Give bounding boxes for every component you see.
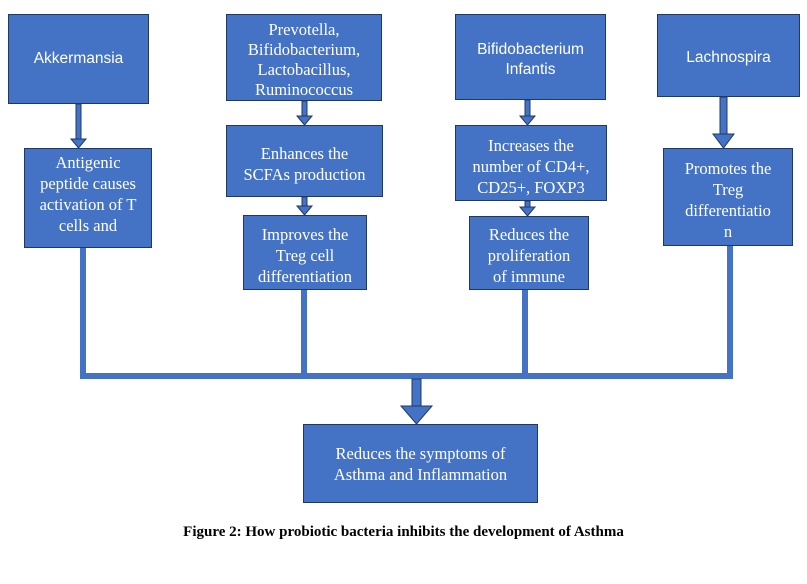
node-antigenic-line: peptide causes bbox=[40, 174, 136, 193]
node-outcome-line: Asthma and Inflammation bbox=[333, 465, 508, 484]
figure-caption: Figure 2: How probiotic bacteria inhibit… bbox=[183, 524, 624, 540]
node-reduces-line: Reduces the bbox=[488, 225, 570, 244]
node-enhances-line: Enhances the bbox=[260, 144, 349, 163]
node-outcome: Reduces the symptoms of Asthma and Infla… bbox=[303, 424, 538, 503]
node-antigenic-line: cells and bbox=[58, 216, 118, 235]
node-promotes-line: Promotes the bbox=[684, 159, 772, 178]
node-infantis-line: Infantis bbox=[505, 61, 556, 78]
node-improves-treg: Improves the Treg cell differentiation bbox=[243, 215, 367, 290]
node-improves-line: differentiation bbox=[257, 267, 353, 286]
main-arrow-shaft bbox=[411, 378, 422, 409]
node-improves-line: Treg cell bbox=[275, 246, 335, 265]
node-prevotella-line: Lactobacillus, bbox=[257, 60, 351, 79]
node-increases-line: number of CD4+, bbox=[472, 157, 590, 176]
node-prevotella-line: Ruminococcus bbox=[254, 80, 354, 99]
drop-line-immune bbox=[522, 290, 528, 379]
node-increases-line: Increases the bbox=[488, 136, 574, 155]
node-enhances-line: SCFAs production bbox=[243, 165, 366, 184]
drop-line-akkermansia bbox=[80, 248, 86, 379]
node-akkermansia-line: Akkermansia bbox=[33, 50, 124, 67]
connector-prevotella-arrowhead bbox=[295, 115, 314, 126]
connector-infantis-arrowhead bbox=[518, 115, 537, 126]
bus-line bbox=[80, 373, 733, 379]
node-antigenic-line: activation of T bbox=[39, 195, 137, 214]
node-reduces-proliferation: Reduces the proliferation of immune bbox=[469, 216, 589, 290]
node-reduces-line: proliferation bbox=[487, 246, 571, 265]
node-promotes-line: n bbox=[723, 222, 733, 241]
node-prevotella-line: Prevotella, bbox=[268, 20, 340, 39]
connector-cd4-arrowhead bbox=[518, 206, 537, 217]
node-outcome-line: Reduces the symptoms of bbox=[335, 444, 506, 463]
connector-prevotella-shaft bbox=[301, 100, 308, 118]
node-promotes-treg: Promotes the Treg differentiatio n bbox=[663, 148, 793, 246]
node-bifidobacterium-infantis: Bifidobacterium Infantis bbox=[455, 14, 606, 100]
node-promotes-line: differentiatio bbox=[685, 201, 771, 220]
node-prevotella-group: Prevotella, Bifidobacterium, Lactobacill… bbox=[226, 14, 382, 101]
node-increases-cd4: Increases the number of CD4+, CD25+, FOX… bbox=[455, 125, 607, 201]
connector-lachnospira-arrowhead bbox=[712, 133, 735, 149]
node-antigenic-peptide: Antigenic peptide causes activation of T… bbox=[24, 148, 152, 248]
connector-akkermansia-arrowhead bbox=[69, 138, 88, 149]
node-lachnospira-line: Lachnospira bbox=[686, 49, 771, 66]
node-infantis-line: Bifidobacterium bbox=[477, 41, 584, 58]
drop-line-promotes bbox=[727, 246, 733, 379]
drop-line-treg-cell bbox=[301, 290, 307, 379]
main-arrow-head bbox=[399, 405, 434, 425]
node-prevotella-line: Bifidobacterium, bbox=[247, 40, 361, 59]
node-increases-line: CD25+, FOXP3 bbox=[477, 178, 585, 197]
node-enhances-scfa: Enhances the SCFAs production bbox=[226, 125, 383, 197]
connector-infantis-shaft bbox=[524, 99, 531, 118]
node-promotes-line: Treg bbox=[712, 180, 744, 199]
connector-lachnospira-shaft bbox=[719, 96, 728, 136]
node-reduces-line: of immune bbox=[493, 267, 565, 286]
connector-scfa-arrowhead bbox=[295, 205, 314, 216]
node-lachnospira: Lachnospira bbox=[657, 14, 800, 97]
node-antigenic-line: Antigenic bbox=[55, 153, 121, 172]
node-akkermansia: Akkermansia bbox=[8, 14, 149, 104]
connector-akkermansia-shaft bbox=[75, 103, 82, 143]
node-improves-line: Improves the bbox=[261, 225, 349, 244]
